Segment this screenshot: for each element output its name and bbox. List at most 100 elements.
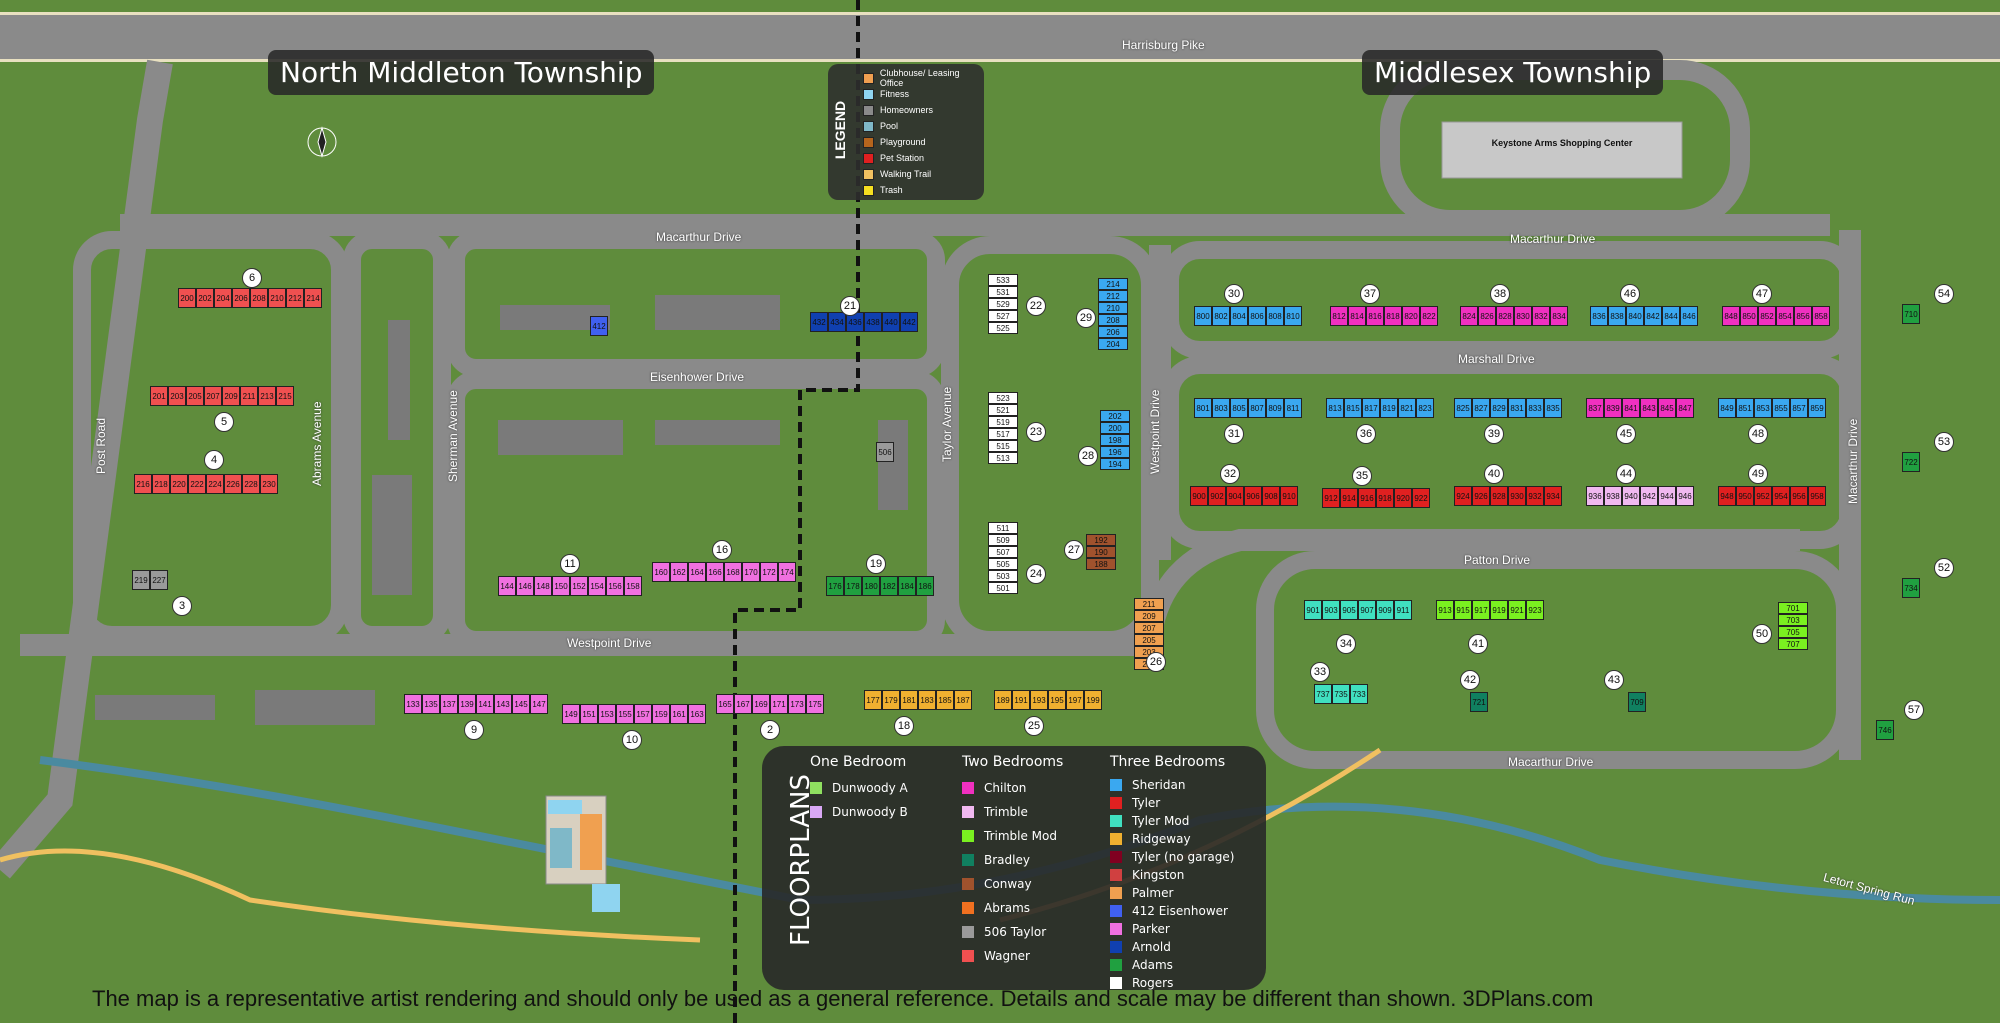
unit-859: 859 — [1808, 398, 1826, 418]
floorplan-label: Tyler — [1132, 796, 1161, 810]
floorplan-item: Kingston — [1110, 866, 1234, 884]
unit-175: 175 — [806, 694, 824, 714]
unit-147: 147 — [530, 694, 548, 714]
unit-158: 158 — [624, 576, 642, 596]
floorplan-label: Abrams — [984, 901, 1031, 915]
unit-135: 135 — [422, 694, 440, 714]
unit-950: 950 — [1736, 486, 1754, 506]
legend-item: Pool — [863, 118, 984, 134]
unit-153: 153 — [598, 704, 616, 724]
legend-title: LEGEND — [832, 100, 848, 160]
floorplan-item: Adams — [1110, 956, 1234, 974]
unit-199: 199 — [1084, 690, 1102, 710]
unit-958: 958 — [1808, 486, 1826, 506]
unit-152: 152 — [570, 576, 588, 596]
unit-434: 434 — [828, 312, 846, 332]
floorplan-item: Sheridan — [1110, 776, 1234, 794]
unit-166: 166 — [706, 562, 724, 582]
unit-529: 529 — [988, 298, 1018, 310]
legend-item: Trash — [863, 182, 984, 198]
unit-218: 218 — [152, 474, 170, 494]
unit-172: 172 — [760, 562, 778, 582]
floorplan-swatch — [962, 806, 974, 818]
legend-label: Trash — [880, 185, 903, 195]
building-number-label: 26 — [1146, 652, 1166, 672]
compass-icon — [306, 126, 338, 158]
unit-926: 926 — [1472, 486, 1490, 506]
legend-swatch — [863, 72, 874, 84]
unit-159: 159 — [652, 704, 670, 724]
unit-834: 834 — [1550, 306, 1568, 326]
floorplan-label: Trimble Mod — [984, 829, 1057, 843]
unit-222: 222 — [188, 474, 206, 494]
building-number-label: 23 — [1026, 422, 1046, 442]
unit-816: 816 — [1366, 306, 1384, 326]
unit-206: 206 — [232, 288, 250, 308]
building-unlabeled-45: 412 — [590, 316, 608, 336]
road-label-sherman-avenue: Sherman Avenue — [446, 390, 460, 482]
unit-154: 154 — [588, 576, 606, 596]
unit-841: 841 — [1622, 398, 1640, 418]
floorplan-item: Ridgeway — [1110, 830, 1234, 848]
legend-item: Clubhouse/ Leasing Office — [863, 68, 984, 88]
floorplan-label: Palmer — [1132, 886, 1174, 900]
unit-519: 519 — [988, 416, 1018, 428]
unit-856: 856 — [1794, 306, 1812, 326]
unit-912: 912 — [1322, 488, 1340, 508]
building-57: 746 — [1876, 720, 1894, 740]
building-number-label: 2 — [760, 720, 780, 740]
unit-209: 209 — [1134, 610, 1164, 622]
unit-818: 818 — [1384, 306, 1402, 326]
road-label-harrisburg-pike: Harrisburg Pike — [1122, 38, 1205, 52]
unit-212: 212 — [286, 288, 304, 308]
disclaimer: The map is a representative artist rende… — [92, 986, 1594, 1011]
floorplan-swatch — [962, 878, 974, 890]
unit-207: 207 — [204, 386, 222, 406]
unit-911: 911 — [1394, 600, 1412, 620]
unit-917: 917 — [1472, 600, 1490, 620]
building-number-label: 48 — [1748, 424, 1768, 444]
unit-144: 144 — [498, 576, 516, 596]
floorplan-swatch — [810, 806, 822, 818]
unit-837: 837 — [1586, 398, 1604, 418]
unit-525: 525 — [988, 322, 1018, 334]
unit-817: 817 — [1362, 398, 1380, 418]
unit-800: 800 — [1194, 306, 1212, 326]
floorplan-swatch — [962, 950, 974, 962]
floorplan-swatch — [1110, 779, 1122, 791]
unit-845: 845 — [1658, 398, 1676, 418]
building-53: 722 — [1902, 452, 1920, 472]
legend-item: Pet Station — [863, 150, 984, 166]
unit-855: 855 — [1772, 398, 1790, 418]
unit-900: 900 — [1190, 486, 1208, 506]
shopping-center-label: Keystone Arms Shopping Center — [1491, 138, 1633, 148]
unit-527: 527 — [988, 310, 1018, 322]
floorplan-swatch — [962, 854, 974, 866]
building-52: 734 — [1902, 578, 1920, 598]
road-label-macarthur-drive-east: Macarthur Drive — [1510, 232, 1596, 246]
unit-204: 204 — [214, 288, 232, 308]
unit-157: 157 — [634, 704, 652, 724]
floorplan-item: Bradley — [962, 848, 1063, 872]
unit-204: 204 — [1098, 338, 1128, 350]
unit-913: 913 — [1436, 600, 1454, 620]
unit-146: 146 — [516, 576, 534, 596]
floorplan-label: Arnold — [1132, 940, 1171, 954]
